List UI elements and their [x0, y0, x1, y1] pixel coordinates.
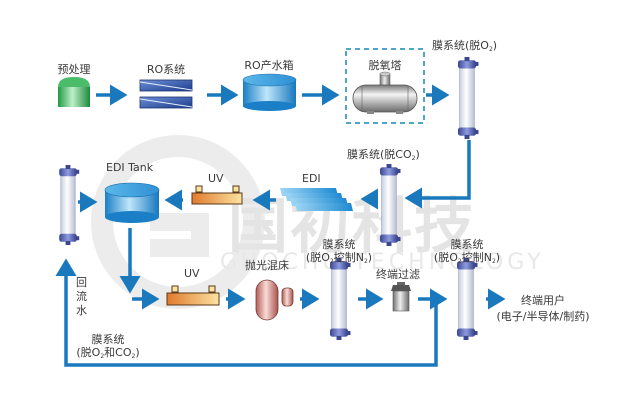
- label-end-user: 终端用户 (电子/半导体/制药): [484, 293, 602, 325]
- lb-sub1: 2: [457, 258, 462, 265]
- uv-lamp-2-icon: [166, 285, 220, 306]
- lb-b: 控制N: [461, 251, 492, 264]
- lr-c: ): [135, 346, 140, 359]
- edi-tank-icon: [104, 182, 160, 223]
- label-membrane-n2-b-line2: (脱O2控制N2): [430, 251, 504, 268]
- pretreatment-tank-icon: [58, 77, 90, 107]
- label-end-user-line1: 终端用户: [521, 294, 565, 307]
- pipe-return-loop: [55, 258, 438, 367]
- membrane-n2-a-cartridge-icon: [329, 258, 351, 340]
- label-return-water: 回 流 水: [76, 276, 90, 318]
- label-membrane-return-line1: 膜系统: [91, 333, 125, 346]
- membrane-co2-cartridge-icon: [379, 164, 401, 246]
- lr-sub1: 2: [100, 353, 105, 360]
- lr-b: 和CO: [104, 346, 132, 359]
- la-a: (脱O: [305, 251, 330, 264]
- label-end-user-line2: (电子/半导体/制药): [496, 310, 590, 323]
- label-deaerator: 脱氧塔: [368, 59, 402, 72]
- label-uv-1: UV: [208, 172, 224, 185]
- label-membrane-co2-end: ): [415, 148, 420, 161]
- label-ro-tank: RO产水箱: [244, 59, 294, 72]
- label-membrane-n2-b-line1: 膜系统: [450, 238, 484, 251]
- label-membrane-o2-main: 膜系统(脱O: [432, 39, 489, 52]
- label-return-water-char-2: 流: [76, 290, 87, 303]
- label-membrane-n2-a-line1: 膜系统: [322, 238, 356, 251]
- membrane-n2-b-cartridge-icon: [456, 258, 478, 340]
- lb-c: ): [495, 251, 501, 264]
- label-final-filter: 终端过滤: [376, 268, 420, 281]
- lr-a: (脱O: [76, 346, 101, 359]
- uv-lamp-1-icon: [191, 185, 243, 205]
- label-membrane-n2-b: 膜系统 (脱O2控制N2): [430, 238, 504, 268]
- deaerator-vessel-icon: [352, 71, 418, 114]
- label-pretreatment: 预处理: [57, 63, 91, 76]
- label-membrane-return-line2: (脱O2和CO2): [68, 346, 148, 363]
- label-ro-system: RO系统: [146, 63, 186, 76]
- label-membrane-o2-end: ): [492, 39, 498, 52]
- label-membrane-co2-main: 膜系统(脱CO: [347, 148, 412, 161]
- ro-product-tank-icon: [242, 73, 297, 111]
- la-b: 控制N: [333, 251, 364, 264]
- edi-stack-icon: [280, 188, 353, 211]
- label-membrane-o2: 膜系统(脱O2): [432, 39, 497, 56]
- pipe-membrane-o2-to-co2: [404, 140, 471, 209]
- membrane-o2-cartridge-icon: [457, 57, 479, 139]
- mixed-bed-vessel-icon: [255, 279, 294, 321]
- label-return-water-char-1: 回: [76, 276, 87, 289]
- la-sub2: 2: [363, 258, 368, 265]
- label-membrane-o2-sub: 2: [488, 46, 493, 53]
- label-edi: EDI: [302, 172, 321, 185]
- filter-housing-icon: [391, 282, 411, 312]
- label-membrane-co2: 膜系统(脱CO2): [347, 148, 420, 165]
- label-uv-2: UV: [184, 267, 200, 280]
- label-edi-tank: EDI Tank: [106, 161, 154, 174]
- deaerator-dashed-box: [345, 48, 425, 124]
- ro-membrane-icon: [139, 79, 193, 109]
- watermark-en: GUOCHU TECHNOLOGY: [220, 250, 545, 275]
- membrane-return-cartridge-icon: [58, 164, 80, 246]
- label-polishing-mixed-bed: 抛光混床: [245, 259, 289, 272]
- lr-sub2: 2: [131, 353, 136, 360]
- label-return-water-char-3: 水: [76, 304, 87, 317]
- label-membrane-co2-sub: 2: [411, 155, 416, 162]
- watermark-g-bar: [150, 213, 209, 257]
- lb-sub2: 2: [491, 258, 496, 265]
- la-sub1: 2: [329, 258, 334, 265]
- label-membrane-n2-a-line2: (脱O2控制N2): [302, 251, 376, 268]
- label-membrane-n2-a: 膜系统 (脱O2控制N2): [302, 238, 376, 268]
- lb-a: (脱O: [433, 251, 458, 264]
- la-c: ): [367, 251, 373, 264]
- label-membrane-return: 膜系统 (脱O2和CO2): [68, 333, 148, 363]
